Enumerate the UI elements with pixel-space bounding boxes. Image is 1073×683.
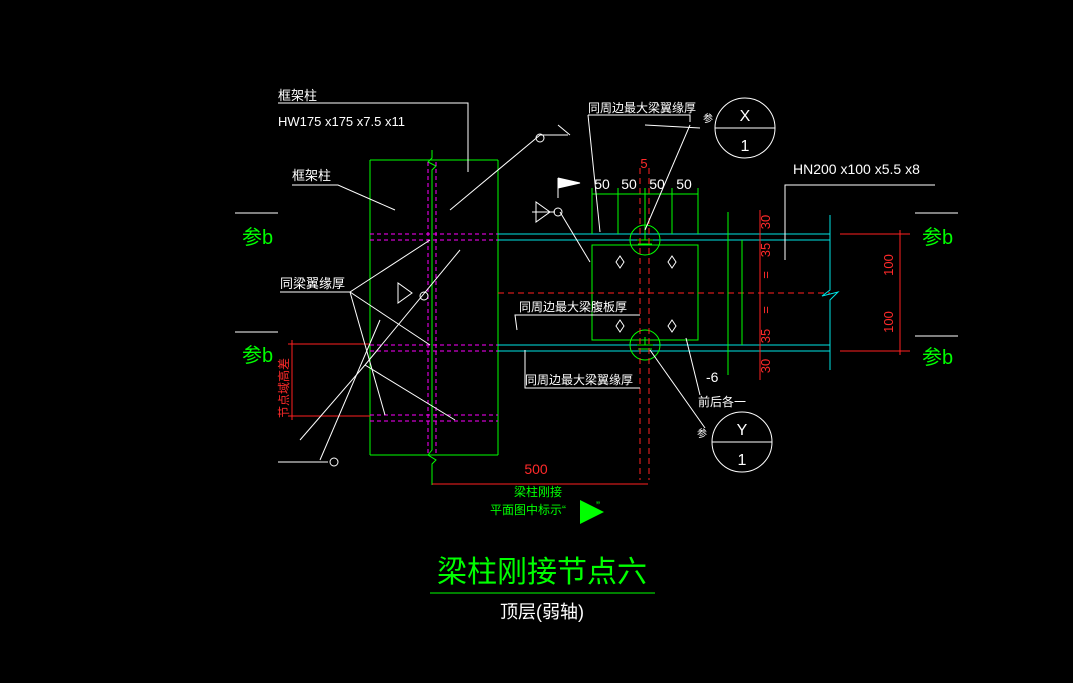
dim-30-b: 30 — [758, 359, 773, 373]
extension-lines — [591, 188, 743, 375]
dim-35-a: 35 — [758, 243, 773, 257]
dim-50-b: 50 — [621, 176, 637, 192]
web-plate-note: 同周边最大梁腹板厚 — [519, 299, 627, 314]
dim-500: 500 — [524, 461, 548, 477]
dim-100-a: 100 — [881, 254, 896, 276]
dim-30-a: 30 — [758, 215, 773, 229]
ref-x-prefix: 参 — [703, 112, 713, 125]
dim-35-b: 35 — [758, 329, 773, 343]
drawing-title: 梁柱刚接节点六 — [437, 556, 647, 589]
plate-thickness: -6 — [706, 369, 719, 385]
drawing-subtitle: 顶层(弱轴) — [500, 602, 584, 622]
section-ref-x[interactable] — [714, 97, 776, 159]
ref-x-top: X — [740, 108, 751, 125]
ref-y-prefix: 参 — [697, 427, 707, 440]
dim-eq-2: = — [758, 306, 773, 314]
dim-5: 5 — [640, 156, 647, 171]
dim-50-d: 50 — [676, 176, 692, 192]
bolt-marks — [615, 255, 677, 333]
dim-50-c: 50 — [649, 176, 665, 192]
bottom-flange-note: 同周边最大梁翼缘厚 — [525, 372, 633, 387]
weld-symbols — [329, 133, 581, 467]
ref-x-bottom: 1 — [741, 138, 750, 155]
frame-column-title: 框架柱 — [278, 88, 317, 103]
frame-column-section: HW175 x175 x7.5 x11 — [278, 114, 405, 129]
section-ref-y[interactable] — [711, 411, 773, 473]
leader-lines — [278, 102, 935, 463]
ref-b-top-left: 参b — [242, 226, 273, 249]
ref-b-lines — [235, 212, 958, 337]
rigid-note-3: ” — [596, 499, 600, 513]
rigid-note-2: 平面图中标示“ — [490, 502, 566, 517]
dimension-lines — [288, 168, 910, 485]
dim-100-b: 100 — [881, 311, 896, 333]
beam — [498, 215, 840, 370]
dim-50-a: 50 — [594, 176, 610, 192]
top-flange-note: 同周边最大梁翼缘厚 — [588, 100, 696, 115]
same-flange-label: 同梁翼缘厚 — [280, 276, 345, 291]
column-stiffeners — [370, 162, 498, 455]
beam-section: HN200 x100 x5.5 x8 — [793, 161, 920, 177]
ref-b-bottom-right: 参b — [922, 346, 953, 369]
node-height-note: 节点域高差 — [276, 358, 291, 418]
ref-y-bottom: 1 — [738, 452, 747, 469]
rigid-connection-icon — [580, 500, 604, 524]
frame-column-label: 框架柱 — [292, 168, 331, 183]
frame-column — [369, 150, 499, 485]
ref-y-top: Y — [737, 422, 748, 439]
ref-b-top-right: 参b — [922, 226, 953, 249]
front-back-note: 前后各一 — [698, 394, 746, 409]
ref-b-mid-left: 参b — [242, 344, 273, 367]
dim-eq-1: = — [758, 271, 773, 279]
rigid-note-1: 梁柱刚接 — [514, 484, 562, 499]
weld-flags — [558, 178, 580, 188]
